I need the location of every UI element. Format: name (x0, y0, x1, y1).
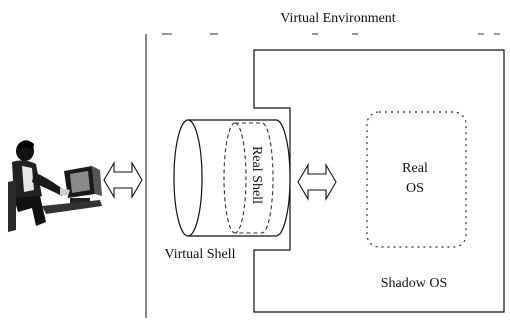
shadow-os-label: Shadow OS (381, 276, 448, 291)
real-shell-label: Real Shell (249, 146, 264, 204)
virtual-environment-title: Virtual Environment (280, 11, 396, 26)
user-at-computer-icon (8, 140, 102, 232)
shadow-os-box (253, 49, 505, 313)
real-shell-cylinder (223, 122, 274, 234)
real-os-label-line1: Real (402, 161, 428, 176)
double-headed-arrow-icon (297, 162, 337, 202)
virtual-shell-cylinder (173, 119, 291, 237)
real-os-box (366, 111, 467, 248)
real-os-label-line2: OS (406, 181, 424, 196)
double-headed-arrow-icon (103, 160, 143, 200)
virtual-shell-label: Virtual Shell (164, 247, 235, 262)
